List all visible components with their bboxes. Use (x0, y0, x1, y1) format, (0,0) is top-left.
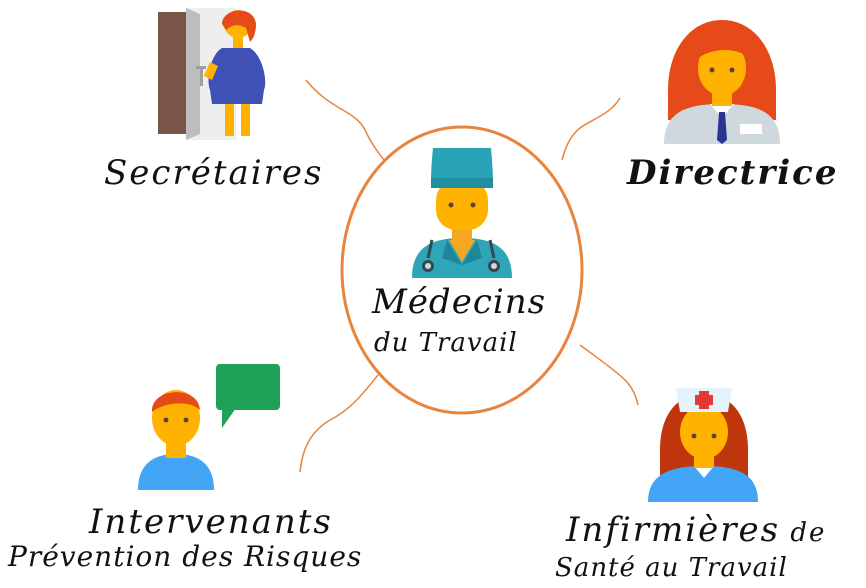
center-label-du-travail: du Travail (374, 328, 518, 358)
connector-directrice (561, 97, 621, 161)
connector-intervenants (299, 374, 379, 473)
doctor-icon (412, 148, 512, 278)
connectors (299, 79, 639, 473)
node-label-sante-au-travail: Santé au Travail (555, 553, 788, 583)
center-label-medecins: Médecins (372, 282, 547, 322)
infirmieres-de-text: de (780, 518, 827, 548)
node-label-prevention-des-risques: Prévention des Risques (8, 540, 363, 573)
connector-secretaires (305, 79, 389, 166)
speaker-chat-icon (138, 364, 280, 490)
connector-infirmieres (579, 344, 639, 406)
secretary-door-icon (158, 8, 266, 140)
directrice-icon (664, 20, 780, 144)
nurse-icon (648, 388, 758, 502)
node-label-directrice: Directrice (627, 153, 839, 193)
node-label-secretaires: Secrétaires (104, 153, 324, 193)
node-label-intervenants: Intervenants (89, 502, 333, 542)
infirmieres-text: Infirmières (566, 510, 781, 550)
node-label-infirmieres: Infirmières de (566, 510, 826, 550)
